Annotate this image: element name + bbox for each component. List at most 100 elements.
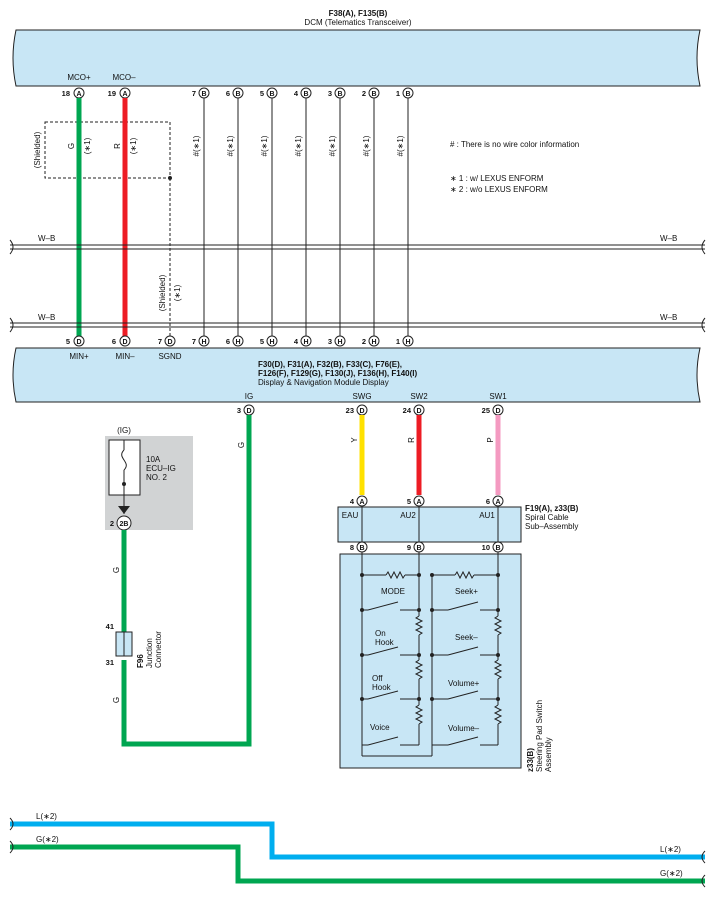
resistor-icon (493, 659, 503, 680)
hash-note: #(∗1) (260, 135, 269, 156)
switch-off-2: Hook (372, 683, 392, 692)
pin-number: 2 (362, 89, 366, 98)
hash-note: #(∗1) (192, 135, 201, 156)
wire-color-p: P (486, 437, 495, 442)
dcm-pins: 18 A 19 A 7 B 6 B 5 B 4 B 3 B 2 B 1 B (62, 87, 414, 99)
wire-color-g: G (112, 697, 121, 703)
wire-g-label: G(∗2) (660, 869, 683, 878)
shielded-label: (Shielded) (158, 274, 167, 311)
switch-volume-plus: Volume+ (448, 679, 480, 688)
pin-number: 6 (226, 337, 230, 346)
pin-connector: B (405, 91, 410, 98)
pin-number: 10 (482, 543, 490, 552)
hash-note: #(∗1) (328, 135, 337, 156)
junction-pin-bottom: 31 (106, 658, 114, 667)
pin-number: 19 (108, 89, 116, 98)
wire-color-r: R (113, 143, 122, 149)
dcm-connector-ids: F38(A), F135(B) (329, 9, 388, 18)
junction-name-1: Junction (145, 638, 154, 668)
junction-id: F96 (136, 654, 145, 668)
pin-connector: H (269, 339, 274, 346)
switch-on-1: On (375, 629, 386, 638)
spiral-signal-eau: EAU (342, 511, 359, 520)
resistor-icon (414, 615, 424, 636)
wire-note: (∗1) (129, 137, 138, 154)
pin-connector: B (416, 545, 421, 552)
switch-seek-plus: Seek+ (455, 587, 478, 596)
display-bottom-pins: 3 D 23 D 24 D 25 D (237, 404, 504, 416)
switch-on-2: Hook (375, 638, 395, 647)
display-signal-swg: SWG (352, 392, 371, 401)
spiral-signal-au1: AU1 (479, 511, 495, 520)
pin-number: 18 (62, 89, 70, 98)
display-body (12, 347, 701, 403)
pin-number: 7 (192, 337, 196, 346)
wire-blue-l (10, 821, 705, 860)
wire-color-r: R (407, 437, 416, 443)
display-name: Display & Navigation Module Display (258, 378, 389, 387)
spiral-name-1: Spiral Cable (525, 513, 569, 522)
resistor-icon (414, 704, 424, 725)
thin-wires (203, 98, 409, 336)
note-1: ∗ 1 : w/ LEXUS ENFORM (450, 174, 544, 183)
pin-number: 3 (328, 337, 332, 346)
wb-label: W–B (660, 313, 677, 322)
pin-number: 5 (407, 497, 411, 506)
pin-connector: D (359, 408, 364, 415)
wb-bus-lower (9, 317, 706, 333)
pin-connector: D (246, 408, 251, 415)
wire-color-g: G (67, 143, 76, 149)
spiral-body (337, 506, 522, 543)
pin-number: 2 (362, 337, 366, 346)
spiral-ids: F19(A), z33(B) (525, 504, 579, 513)
wire-l-label: L(∗2) (36, 812, 57, 821)
pin-number: 5 (260, 89, 264, 98)
splice-dot (168, 176, 172, 180)
wb-label: W–B (660, 234, 677, 243)
resistor-icon (493, 704, 503, 725)
switch-volume-minus: Volume– (448, 724, 480, 733)
fuse-icon (121, 449, 127, 471)
display-signal-sgnd: SGND (158, 352, 181, 361)
pin-number: 23 (346, 406, 354, 415)
pin-number: 8 (350, 543, 354, 552)
steering-name-1: Steering Pad Switch (535, 700, 544, 772)
steering-name-2: Assembly (544, 737, 553, 772)
display-signal-ig: IG (245, 392, 253, 401)
arrow-down-icon (118, 506, 130, 514)
spiral-top-pins: 4 A 5 A 6 A (350, 495, 504, 507)
hash-labels: #(∗1) #(∗1) #(∗1) #(∗1) #(∗1) #(∗1) #(∗1… (192, 135, 405, 156)
resistor-icon (414, 659, 424, 680)
pin-connector: A (359, 499, 364, 506)
display-signal-sw1: SW1 (489, 392, 507, 401)
display-signal-min-minus: MIN– (115, 352, 135, 361)
junction-pin-top: 41 (106, 622, 114, 631)
pin-connector: A (122, 91, 127, 98)
pin-number: 7 (158, 337, 162, 346)
pin-connector: D (167, 339, 172, 346)
pin-number: 4 (350, 497, 355, 506)
wire-color-y: Y (350, 437, 359, 443)
pin-number: 5 (260, 337, 264, 346)
hash-note: #(∗1) (362, 135, 371, 156)
display-ids-1: F30(D), F31(A), F32(B), F33(C), F76(E), (258, 360, 402, 369)
resistor-icon (454, 570, 475, 580)
shielded-label: (Shielded) (33, 131, 42, 168)
fuse-source: (IG) (117, 426, 131, 435)
wire-green-g (10, 844, 705, 884)
pin-connector: D (76, 339, 81, 346)
steering-switch-circuit (361, 552, 503, 757)
pin-connector: B (235, 91, 240, 98)
switch-off-1: Off (372, 674, 383, 683)
pin-connector: D (122, 339, 127, 346)
display-ids-2: F126(F), F129(G), F130(J), F136(H), F140… (258, 369, 417, 378)
pin-number: 1 (396, 89, 400, 98)
pin-connector: H (371, 339, 376, 346)
pin-connector: D (495, 408, 500, 415)
pin-number: 1 (396, 337, 400, 346)
switch-voice: Voice (370, 723, 390, 732)
spiral-name-2: Sub–Assembly (525, 522, 578, 531)
pin-number: 5 (66, 337, 70, 346)
hash-note: #(∗1) (226, 135, 235, 156)
